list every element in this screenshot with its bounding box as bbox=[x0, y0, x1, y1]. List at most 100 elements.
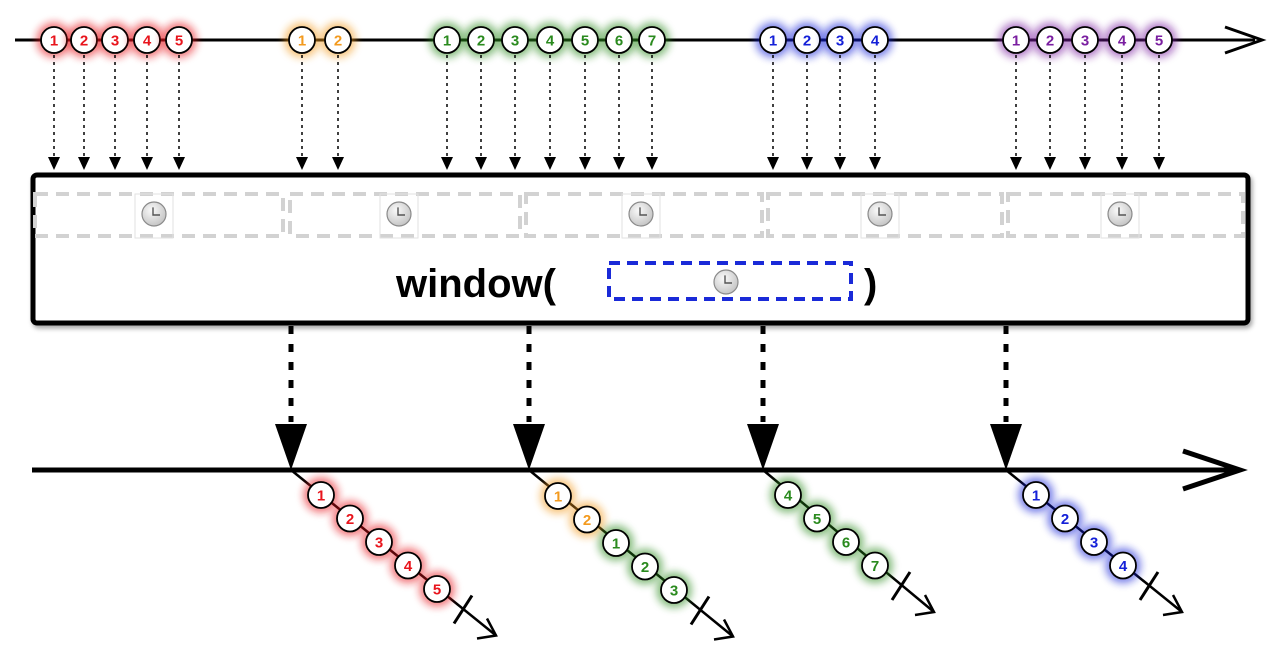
marble-label: 2 bbox=[346, 511, 354, 528]
clock-frame bbox=[379, 193, 419, 239]
marble-label: 4 bbox=[404, 558, 413, 575]
marble-label: 6 bbox=[615, 33, 623, 50]
clock-frame bbox=[621, 193, 661, 239]
source-marble: 2 bbox=[1032, 22, 1068, 58]
output-marble: 3 bbox=[656, 572, 692, 608]
source-marble: 5 bbox=[161, 22, 197, 58]
marble-label: 1 bbox=[612, 536, 620, 553]
marble-label: 2 bbox=[1046, 33, 1054, 50]
output-window-arrowhead bbox=[476, 617, 498, 640]
input-arrowhead bbox=[869, 157, 881, 170]
output-timeline bbox=[32, 448, 1248, 492]
source-marble: 4 bbox=[129, 22, 165, 58]
output-marble: 7 bbox=[857, 547, 893, 584]
input-arrowhead bbox=[141, 157, 153, 170]
marble-label: 6 bbox=[842, 535, 850, 552]
output-marble: 2 bbox=[1047, 500, 1083, 537]
operator-box: window( ) bbox=[30, 172, 1251, 326]
clock-icon bbox=[713, 269, 739, 295]
source-marble: 2 bbox=[789, 22, 825, 58]
marble-label: 1 bbox=[50, 33, 58, 50]
input-arrowhead bbox=[48, 157, 60, 170]
marble-label: 2 bbox=[803, 33, 811, 50]
clock-frame bbox=[860, 193, 900, 239]
marble-label: 1 bbox=[769, 33, 777, 50]
input-arrowhead bbox=[767, 157, 779, 170]
emission-arrowhead bbox=[747, 424, 779, 470]
emission-arrowhead bbox=[275, 424, 307, 470]
marble-label: 3 bbox=[1090, 535, 1098, 552]
input-arrowhead bbox=[1044, 157, 1056, 170]
marble-label: 5 bbox=[813, 511, 821, 528]
emission-arrowhead bbox=[990, 424, 1022, 470]
input-arrowhead bbox=[296, 157, 308, 170]
source-marble: 4 bbox=[857, 22, 893, 58]
source-marble: 3 bbox=[1067, 22, 1103, 58]
input-arrowhead bbox=[1153, 157, 1165, 170]
input-arrowhead bbox=[1010, 157, 1022, 170]
source-marble: 3 bbox=[822, 22, 858, 58]
clock-icon bbox=[628, 201, 654, 227]
output-marble: 2 bbox=[332, 500, 368, 537]
output-marble: 3 bbox=[1076, 524, 1112, 560]
input-arrowhead bbox=[834, 157, 846, 170]
marble-label: 7 bbox=[871, 558, 879, 575]
source-marble: 6 bbox=[601, 22, 637, 58]
source-marble: 1 bbox=[284, 22, 320, 58]
clock-icon bbox=[713, 269, 739, 295]
operator-param-box bbox=[607, 261, 853, 301]
marble-label: 4 bbox=[546, 33, 555, 50]
emission-arrowhead bbox=[513, 424, 545, 470]
source-marble: 7 bbox=[634, 22, 670, 58]
output-marble: 4 bbox=[390, 547, 426, 584]
input-arrowhead bbox=[332, 157, 344, 170]
source-timeline-arrowhead bbox=[1224, 25, 1267, 55]
marble-label: 1 bbox=[1032, 488, 1040, 505]
source-marble: 2 bbox=[463, 22, 499, 58]
marble-label: 1 bbox=[298, 33, 306, 50]
marble-label: 2 bbox=[1061, 511, 1069, 528]
timer-window bbox=[33, 192, 285, 238]
input-arrowhead bbox=[801, 157, 813, 170]
input-arrowhead bbox=[1116, 157, 1128, 170]
input-arrowhead bbox=[109, 157, 121, 170]
input-arrows bbox=[48, 55, 1165, 170]
output-marble: 1 bbox=[1018, 477, 1054, 513]
completion-marker bbox=[452, 594, 474, 625]
output-marble: 1 bbox=[598, 525, 634, 561]
clock-frame bbox=[1100, 193, 1140, 239]
clock-icon bbox=[867, 201, 893, 227]
marble-label: 1 bbox=[554, 489, 562, 506]
source-marble: 1 bbox=[755, 22, 791, 58]
source-marble: 3 bbox=[97, 22, 133, 58]
marble-label: 2 bbox=[583, 512, 591, 529]
marble-label: 2 bbox=[80, 33, 88, 50]
clock-icon bbox=[141, 201, 167, 227]
input-arrowhead bbox=[544, 157, 556, 170]
marble-label: 2 bbox=[477, 33, 485, 50]
marble-label: 4 bbox=[143, 33, 152, 50]
marble-label: 3 bbox=[836, 33, 844, 50]
source-marble: 4 bbox=[1104, 22, 1140, 58]
input-arrowhead bbox=[1079, 157, 1091, 170]
marble-label: 3 bbox=[670, 583, 678, 600]
source-marble: 1 bbox=[429, 22, 465, 58]
input-arrowhead bbox=[579, 157, 591, 170]
output-marble: 5 bbox=[419, 571, 455, 607]
source-marble: 1 bbox=[998, 22, 1034, 58]
completion-marker bbox=[1138, 571, 1160, 601]
emission-arrows bbox=[275, 326, 1022, 470]
operator-name: window( bbox=[395, 262, 557, 306]
clock-icon bbox=[1107, 201, 1133, 227]
operator-close-paren: ) bbox=[864, 262, 877, 306]
output-window-arrowhead bbox=[1162, 594, 1184, 617]
input-arrowhead bbox=[475, 157, 487, 170]
source-marble: 2 bbox=[320, 22, 356, 58]
input-arrowhead bbox=[78, 157, 90, 170]
